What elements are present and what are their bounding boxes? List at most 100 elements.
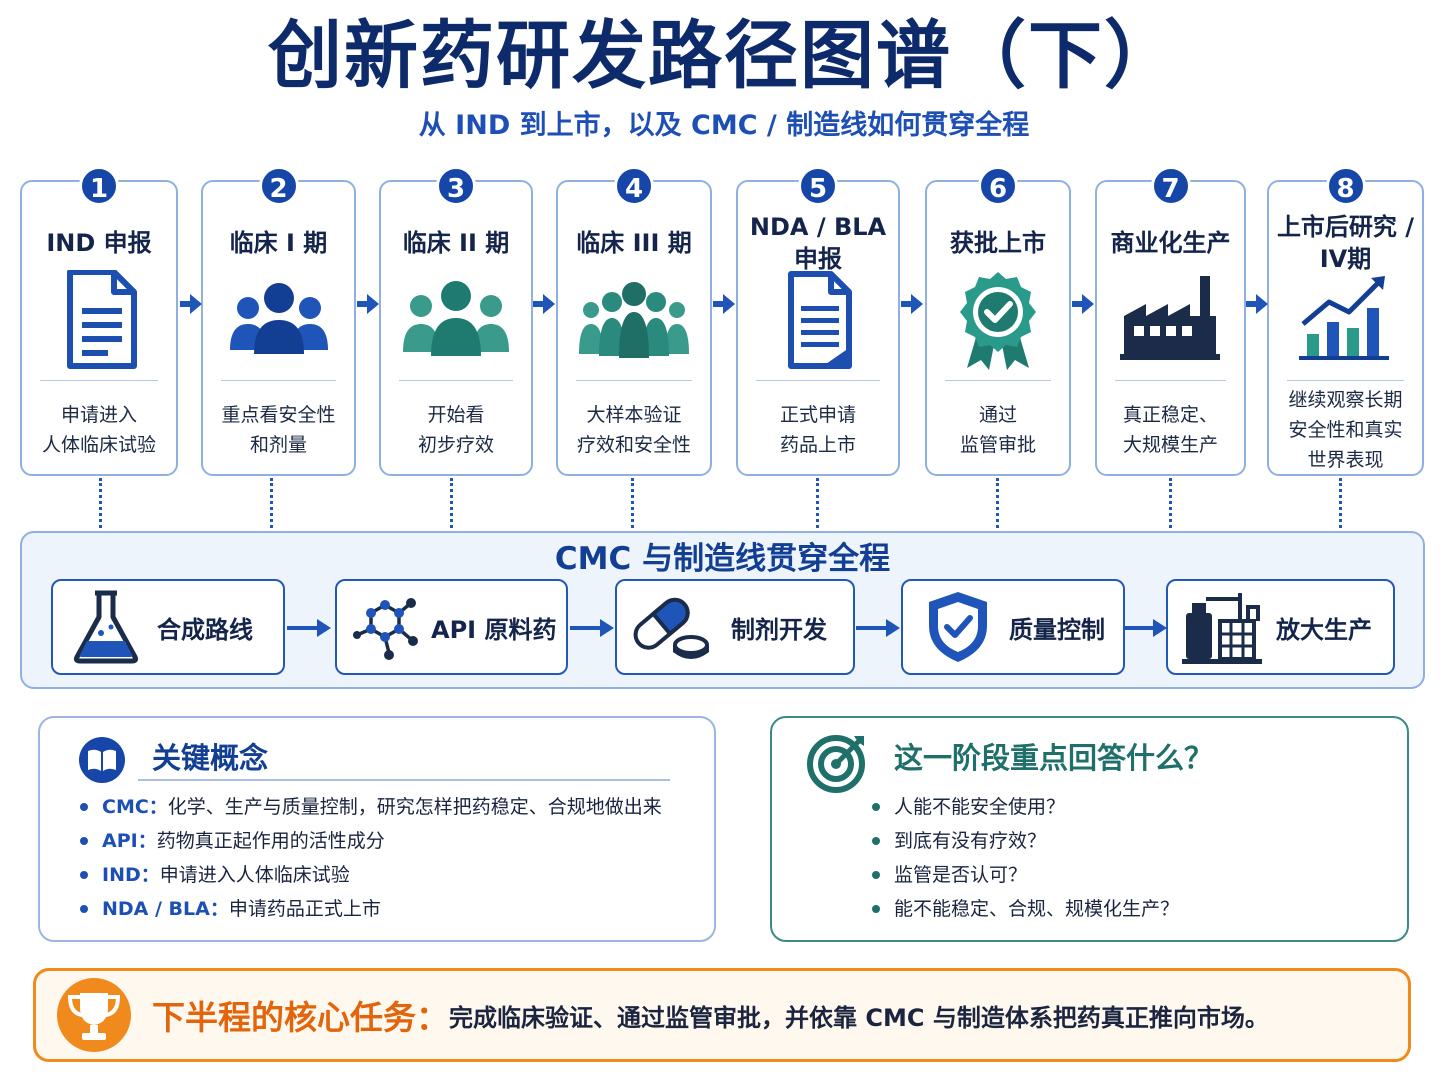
stage-divider	[1287, 380, 1404, 381]
target-icon	[807, 735, 865, 793]
concept-item: NDA / BLA：申请药品正式上市	[80, 892, 704, 926]
cmc-title: CMC 与制造线贯穿全程	[554, 541, 891, 577]
capsule-pill-icon	[633, 597, 709, 659]
stage-arrow-icon	[901, 294, 923, 314]
application-document-icon	[788, 271, 852, 369]
stage-title: 临床 III 期	[576, 229, 692, 257]
cmc-arrow-icon	[856, 619, 900, 637]
stage-description: 申请进入 人体临床试验	[41, 404, 156, 456]
stage-divider	[576, 380, 692, 381]
dotted-connector	[816, 478, 819, 528]
stage-number: 3	[436, 166, 476, 206]
cmc-step-label: 制剂开发	[731, 615, 827, 644]
dotted-connector	[1169, 478, 1172, 528]
stage-title: 临床 I 期	[229, 229, 328, 257]
trophy-icon	[57, 978, 131, 1052]
approval-badge-icon	[960, 272, 1036, 370]
core-task-banner: 下半程的核心任务： 完成临床验证、通过监管审批，并依靠 CMC 与制造体系把药真…	[33, 968, 1411, 1062]
stage-number: 8	[1325, 166, 1366, 206]
stage-arrow-icon	[713, 294, 735, 314]
stage-arrow-icon	[180, 294, 202, 314]
stage-description: 真正稳定、 大规模生产	[1122, 404, 1218, 456]
stage-card-post-market: 8 上市后研究 / IV期 继续观察长期 安全性和真实 世界表现	[1267, 166, 1424, 476]
stage-description: 开始看 初步疗效	[417, 404, 494, 456]
stage-card-phase-3: 4 临床 III 期 大样本验证 疗效和安全性	[556, 166, 712, 476]
concept-item: CMC：化学、生产与质量控制，研究怎样把药稳定、合规地做出来	[80, 790, 704, 824]
stage-divider	[756, 380, 880, 381]
core-task-text: 完成临床验证、通过监管审批，并依靠 CMC 与制造体系把药真正推向市场。	[449, 1003, 1269, 1032]
question-item: 能不能稳定、合规、规模化生产？	[872, 892, 1397, 926]
dotted-connector	[1339, 478, 1342, 528]
stage-title: NDA / BLA 申报	[749, 213, 887, 273]
dotted-connector	[99, 478, 102, 528]
stage-arrow-icon	[533, 294, 555, 314]
stage-title: 商业化生产	[1110, 229, 1231, 257]
cmc-step-label: API 原料药	[431, 615, 557, 644]
stage-card-phase-2: 3 临床 II 期 开始看 初步疗效	[379, 166, 533, 476]
stage-divider	[1115, 380, 1226, 381]
people-group-large-icon	[579, 282, 689, 358]
cmc-step-quality-control: 质量控制	[901, 579, 1125, 675]
cmc-step-label: 质量控制	[1009, 615, 1105, 644]
dotted-connector	[450, 478, 453, 528]
key-concepts-title: 关键概念	[152, 741, 269, 775]
page-subtitle: 从 IND 到上市，以及 CMC / 制造线如何贯穿全程	[418, 110, 1030, 141]
cmc-step-api: API 原料药	[335, 579, 568, 675]
stage-description: 通过 监管审批	[959, 404, 1036, 456]
dotted-connector	[631, 478, 634, 528]
stage-card-ind: 1 IND 申报 申请进入 人体临床试验	[20, 166, 178, 476]
title-divider	[138, 779, 670, 781]
stage-divider	[399, 380, 513, 381]
stage-card-phase-1: 2 临床 I 期 重点看安全性 和剂量	[201, 166, 356, 476]
factory-icon	[1119, 276, 1220, 360]
stage-divider	[221, 380, 336, 381]
stage-title: 临床 II 期	[402, 229, 510, 257]
stage-arrow-icon	[1246, 294, 1268, 314]
stage-title: 获批上市	[950, 229, 1046, 257]
cmc-arrow-icon	[287, 619, 331, 637]
cmc-arrow-icon	[570, 619, 614, 637]
cmc-step-scale-up: 放大生产	[1166, 579, 1395, 675]
stage-title: IND 申报	[46, 229, 152, 257]
core-task-label: 下半程的核心任务：	[152, 998, 449, 1037]
stage-number: 6	[978, 166, 1018, 206]
stage-arrow-icon	[1072, 294, 1094, 314]
concept-item: IND：申请进入人体临床试验	[80, 858, 704, 892]
stage-number: 4	[614, 166, 654, 206]
stage-title: 上市后研究 / IV期	[1276, 213, 1415, 273]
plant-icon	[1182, 593, 1262, 664]
cmc-step-synthesis: 合成路线	[51, 579, 285, 675]
shield-check-icon	[929, 592, 987, 662]
page-title: 创新药研发路径图谱（下）	[268, 13, 1180, 99]
key-concepts-panel: 关键概念 CMC：化学、生产与质量控制，研究怎样把药稳定、合规地做出来 API：…	[38, 716, 716, 942]
cmc-arrow-icon	[1123, 619, 1167, 637]
document-icon	[67, 270, 137, 369]
book-icon	[79, 737, 125, 783]
stage-description: 大样本验证 疗效和安全性	[576, 404, 691, 456]
concept-item: API：药物真正起作用的活性成分	[80, 824, 704, 858]
molecule-icon	[353, 598, 418, 660]
stage-description: 正式申请 药品上市	[779, 404, 856, 456]
cmc-step-formulation: 制剂开发	[615, 579, 855, 675]
stage-card-commercial: 7 商业化生产 真正稳定、 大规模生产	[1095, 166, 1246, 476]
dotted-connector	[270, 478, 273, 528]
cmc-step-label: 合成路线	[157, 615, 253, 644]
stage-description: 继续观察长期 安全性和真实 世界表现	[1288, 389, 1403, 471]
stage-number: 2	[258, 166, 299, 206]
people-group-small-icon	[229, 283, 328, 354]
stage-card-approval: 6 获批上市 通过 监管审批	[925, 166, 1071, 476]
stage-divider	[945, 380, 1051, 381]
question-item: 人能不能安全使用？	[872, 790, 1397, 824]
people-group-medium-icon	[403, 281, 509, 356]
cmc-panel: CMC 与制造线贯穿全程 合成路线 API 原料药	[20, 531, 1425, 689]
stage-card-nda-bla: 5 NDA / BLA 申报 正式申请 药品上市	[736, 166, 900, 476]
key-questions-title: 这一阶段重点回答什么？	[894, 741, 1214, 775]
stage-arrow-icon	[357, 294, 379, 314]
dotted-connector	[996, 478, 999, 528]
stage-divider	[40, 380, 158, 381]
question-item: 到底有没有疗效？	[872, 824, 1397, 858]
question-item: 监管是否认可？	[872, 858, 1397, 892]
flask-icon	[73, 590, 139, 664]
key-questions-panel: 这一阶段重点回答什么？ 人能不能安全使用？ 到底有没有疗效？ 监管是否认可？ 能…	[770, 716, 1409, 942]
growth-chart-icon	[1298, 276, 1389, 360]
